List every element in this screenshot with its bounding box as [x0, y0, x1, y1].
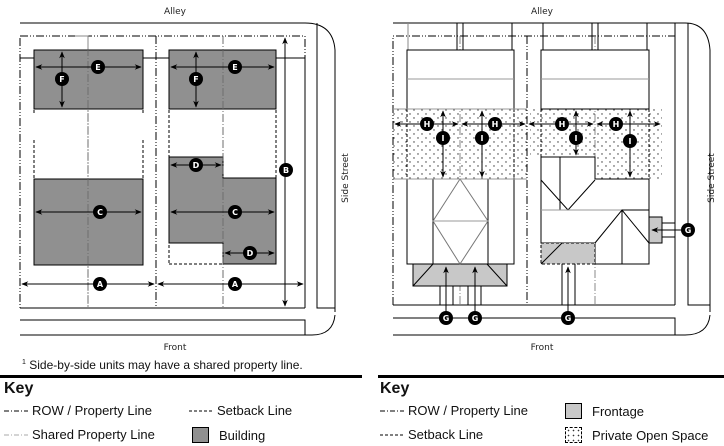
building-swatch-icon [192, 427, 209, 443]
footnote-marker: 1 [22, 359, 26, 366]
badge-e-1: E [91, 60, 105, 74]
svg-text:D: D [247, 249, 254, 258]
footnote-text: Side-by-side units may have a shared pro… [29, 358, 303, 372]
key-item-setback-line: Setback Line [380, 427, 483, 442]
frontage-left [412, 263, 508, 287]
badge-d-2: D [243, 246, 257, 260]
badge-f-1: F [55, 72, 69, 86]
dash-dot-line-icon [4, 410, 28, 411]
svg-text:C: C [97, 208, 103, 217]
badge-i-2: I [475, 131, 489, 145]
key-item-building: Building [192, 427, 265, 443]
dashed-line-icon [380, 434, 404, 435]
svg-text:G: G [443, 314, 450, 323]
badge-c-2: C [228, 205, 242, 219]
badge-i-4: I [623, 134, 637, 148]
badge-a-1: A [93, 277, 107, 291]
svg-text:I: I [481, 134, 484, 143]
left-key-divider [0, 375, 362, 378]
left-key-title: Key [4, 380, 34, 397]
building-rear-left [33, 49, 144, 110]
private-open-space-right-a [530, 109, 662, 157]
badge-i-1: I [436, 131, 450, 145]
building-front-right [168, 156, 277, 265]
svg-text:I: I [442, 134, 445, 143]
badge-d-1: D [189, 158, 203, 172]
dotted-swatch-icon [565, 427, 582, 443]
right-key-divider [378, 375, 724, 378]
private-open-space-right-b [595, 157, 662, 179]
svg-text:A: A [97, 280, 104, 289]
frontage-swatch-icon [565, 403, 582, 419]
svg-text:A: A [232, 280, 239, 289]
badge-h-3: H [555, 117, 569, 131]
svg-text:E: E [232, 63, 237, 72]
right-diagram: Alley Front Side Street [392, 7, 717, 353]
setback-lines [406, 109, 650, 179]
badge-f-2: F [189, 72, 203, 86]
key-item-setback-line: Setback Line [189, 403, 292, 418]
front-label: Front [164, 343, 187, 353]
front-label: Front [531, 343, 554, 353]
frontage-right [540, 242, 596, 265]
alley-label: Alley [164, 7, 187, 17]
walkways [439, 222, 675, 305]
side-street-label: Side Street [707, 153, 717, 203]
svg-text:I: I [575, 134, 578, 143]
badge-c-1: C [93, 205, 107, 219]
svg-text:C: C [232, 208, 238, 217]
key-item-row-property-line: ROW / Property Line [380, 403, 528, 418]
svg-text:F: F [193, 75, 198, 84]
badge-a-2: A [228, 277, 242, 291]
svg-text:G: G [685, 226, 692, 235]
badge-h-4: H [609, 117, 623, 131]
key-item-private-open-space: Private Open Space [565, 427, 708, 443]
alley-label: Alley [531, 7, 554, 17]
key-item-frontage: Frontage [565, 403, 644, 419]
dashed-line-icon [189, 410, 213, 411]
badge-h-1: H [420, 117, 434, 131]
svg-text:E: E [95, 63, 100, 72]
street-edges [393, 22, 711, 336]
badge-g-3: G [561, 311, 575, 325]
svg-text:H: H [559, 120, 566, 129]
svg-text:H: H [613, 120, 620, 129]
building-rear-right [168, 49, 277, 110]
svg-text:G: G [472, 314, 479, 323]
svg-text:F: F [59, 75, 64, 84]
svg-text:H: H [492, 120, 499, 129]
key-item-shared-property-line: Shared Property Line [4, 427, 155, 442]
badge-h-2: H [488, 117, 502, 131]
badge-g-2: G [468, 311, 482, 325]
key-item-row-property-line: ROW / Property Line [4, 403, 152, 418]
building-front-left [33, 178, 144, 266]
gray-dash-dot-line-icon [4, 434, 28, 435]
row-property-lines [392, 35, 675, 305]
left-diagram: Alley Front Side Street [19, 7, 351, 353]
side-street-label: Side Street [341, 153, 351, 203]
badge-e-2: E [228, 60, 242, 74]
svg-text:D: D [193, 161, 200, 170]
badge-g-1: G [439, 311, 453, 325]
right-key-title: Key [380, 380, 410, 397]
badge-b: B [279, 163, 293, 177]
footnote: 1 Side-by-side units may have a shared p… [22, 358, 303, 372]
badge-g-4: G [681, 223, 695, 237]
svg-text:B: B [283, 166, 289, 175]
row-property-lines [19, 35, 306, 309]
dash-dot-line-icon [380, 410, 404, 411]
svg-text:G: G [565, 314, 572, 323]
badge-i-3: I [569, 131, 583, 145]
svg-text:H: H [424, 120, 431, 129]
svg-text:I: I [629, 137, 632, 146]
